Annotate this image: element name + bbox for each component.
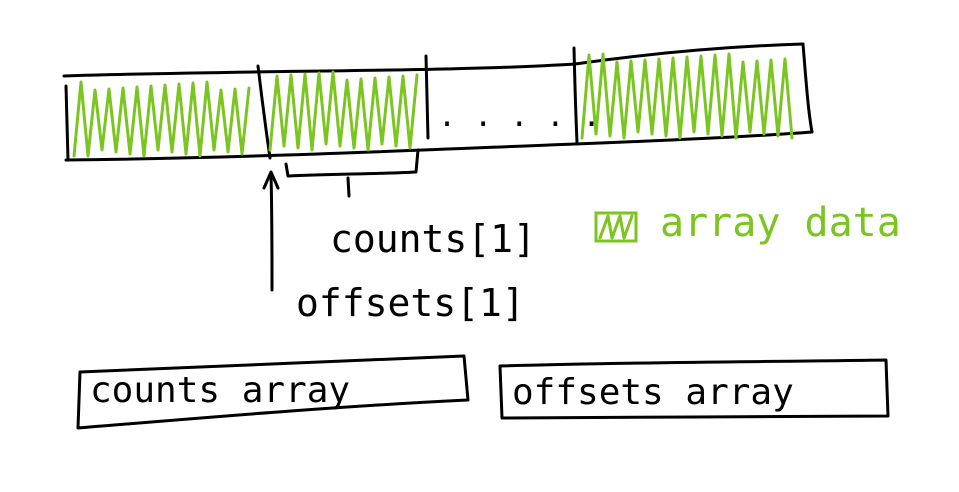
count-bracket [284,148,420,198]
data-array-bottom-edge [64,130,814,162]
gap-ellipsis: . . . . . [438,99,601,134]
count-bracket-stem [346,176,351,198]
data-segment-2 [268,70,419,152]
data-array-left-edge [64,84,70,162]
offset-arrow-head [262,170,280,190]
data-segment-n [580,52,794,140]
data-array-top-edge [62,42,805,78]
offsets-buffer: offsets array [498,358,890,420]
counts-element-label: counts[1] [330,217,536,261]
counts-buffer-label: counts array [90,370,350,411]
legend-label: array data [660,200,901,246]
segment-divider-1 [256,64,272,160]
legend: array data [594,200,901,246]
data-array [62,42,814,162]
data-segment-1 [72,80,251,158]
segment-divider-3 [572,46,579,144]
data-array-right-edge [801,42,814,134]
legend-swatch-hatch [598,214,634,240]
offset-arrow-shaft [269,172,274,292]
offset-arrow [262,170,280,292]
offsets-buffer-label: offsets array [512,372,794,413]
count-bracket-line [284,148,420,178]
offsets-buffer-outline [498,358,890,420]
counts-buffer: counts array [76,354,470,430]
legend-swatch [594,211,638,243]
counts-buffer-outline [76,354,470,430]
segment-divider-2 [424,54,430,140]
offsets-element-label: offsets[1] [296,281,525,325]
array-data-fills [72,52,794,158]
